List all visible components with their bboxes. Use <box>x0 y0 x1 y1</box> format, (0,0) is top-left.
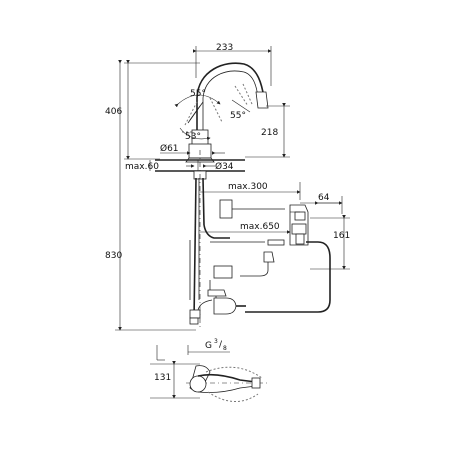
label-max-650: max.650 <box>240 222 280 232</box>
label-connection-num: 3 <box>214 338 218 345</box>
dim-64: 64 <box>300 193 343 214</box>
dim-406: 406 <box>105 60 200 160</box>
dim-161: 161 <box>310 215 350 270</box>
dim-diameter-34: Ø34 <box>186 161 234 172</box>
label-max-60: max.60 <box>125 162 159 172</box>
dim-max-300: max.300 <box>200 182 301 200</box>
label-angle-right: 55° <box>230 111 246 121</box>
label-diameter-61: Ø61 <box>160 143 179 154</box>
label-233: 233 <box>216 43 233 53</box>
label-angle-top: 55° <box>190 89 206 99</box>
label-406: 406 <box>105 107 122 117</box>
label-830: 830 <box>105 251 122 261</box>
supply-lines <box>197 239 331 315</box>
control-box <box>219 199 309 246</box>
faucet-body <box>155 62 269 180</box>
label-diameter-34: Ø34 <box>215 161 234 172</box>
label-max-300: max.300 <box>228 182 268 192</box>
label-connection-g: G <box>205 341 212 351</box>
dim-218: 218 <box>245 103 290 158</box>
label-64: 64 <box>318 193 330 203</box>
dim-max-650: max.650 <box>200 222 291 234</box>
dim-830: 830 <box>105 60 196 331</box>
dim-max-60: max.60 <box>125 160 159 172</box>
label-161: 161 <box>333 231 350 241</box>
label-131: 131 <box>154 373 171 383</box>
dim-connection: G 3 / 8 <box>187 338 230 355</box>
top-view: 131 <box>150 345 270 402</box>
label-218: 218 <box>261 128 278 138</box>
angle-annotations: 55° 55° 53° <box>174 89 251 142</box>
dim-diameter-61: Ø61 <box>160 143 225 155</box>
dim-spout-reach: 233 <box>193 43 272 86</box>
hoses <box>189 150 230 330</box>
label-angle-left: 53° <box>185 132 201 142</box>
label-connection-den: 8 <box>223 345 227 352</box>
label-connection-slash: / <box>219 340 223 350</box>
